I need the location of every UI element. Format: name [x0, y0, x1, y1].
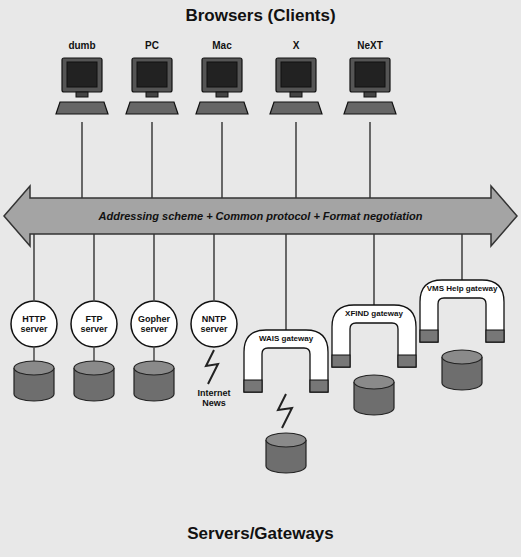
gateway-arch: WAIS gateway [244, 330, 328, 392]
connector-line [285, 234, 286, 330]
server-circle: HTTP server [10, 300, 58, 348]
diagram-caption: Servers/Gateways [0, 524, 521, 544]
db-link [93, 348, 94, 362]
db-link [153, 348, 154, 362]
connector-line [295, 122, 296, 198]
server-text-box: Gopher server [130, 300, 178, 348]
gateway-name: WAIS gateway [244, 334, 328, 344]
computer-label: NeXT [330, 40, 410, 51]
diagram-title: Browsers (Clients) [0, 6, 521, 26]
server-name: HTTP server [14, 314, 54, 334]
connector-line [33, 234, 34, 300]
gateway-arch: XFIND gateway [332, 305, 416, 367]
server-circle: NNTP server [190, 300, 238, 348]
computer-shape [122, 40, 182, 122]
server-name: FTP server [74, 314, 114, 334]
band-text: Addressing scheme + Common protocol + Fo… [30, 198, 491, 234]
database-symbol [74, 361, 114, 401]
protocol-band: Addressing scheme + Common protocol + Fo… [30, 198, 491, 234]
server-text-box: FTP server [70, 300, 118, 348]
computer-node: Mac [192, 40, 252, 122]
connector-line [153, 234, 154, 300]
computer-label: Mac [182, 40, 262, 51]
server-name: NNTP server [194, 314, 234, 334]
computer-shape [340, 40, 400, 122]
connector-line [213, 234, 214, 300]
server-circle: FTP server [70, 300, 118, 348]
connector-line [93, 234, 94, 300]
computer-node: X [266, 40, 326, 122]
gateway-arch: VMS Help gateway [420, 280, 504, 342]
server-text-box: NNTP server [190, 300, 238, 348]
computer-shape [52, 40, 112, 122]
connector-line [373, 234, 374, 305]
connector-line [81, 122, 82, 198]
connector-line [221, 122, 222, 198]
computer-node: PC [122, 40, 182, 122]
database-symbol [134, 361, 174, 401]
connector-line [461, 234, 462, 280]
server-text-box: HTTP server [10, 300, 58, 348]
gateway-name: VMS Help gateway [420, 284, 504, 294]
note-label: Internet News [186, 388, 242, 408]
computer-shape [266, 40, 326, 122]
database-symbol [442, 350, 482, 390]
computer-label: X [256, 40, 336, 51]
lightning-symbol [278, 394, 292, 428]
connector-line [369, 122, 370, 198]
server-circle: Gopher server [130, 300, 178, 348]
server-name: Gopher server [134, 314, 174, 334]
lightning-symbol [206, 350, 218, 384]
computer-shape [192, 40, 252, 122]
database-symbol [266, 433, 306, 473]
computer-node: dumb [52, 40, 112, 122]
db-link [33, 348, 34, 362]
computer-node: NeXT [340, 40, 400, 122]
computer-label: PC [112, 40, 192, 51]
database-symbol [14, 361, 54, 401]
gateway-name: XFIND gateway [332, 309, 416, 319]
computer-label: dumb [42, 40, 122, 51]
connector-line [151, 122, 152, 198]
database-symbol [354, 375, 394, 415]
